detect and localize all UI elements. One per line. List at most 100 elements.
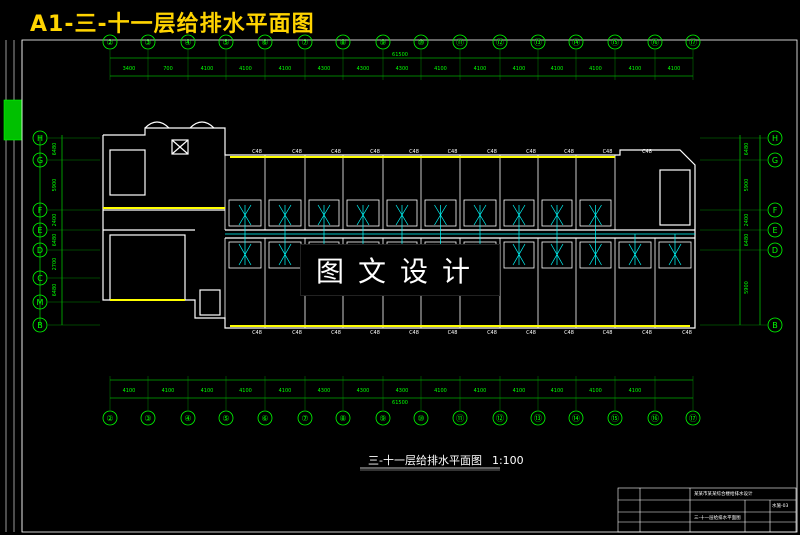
title-block — [617, 487, 797, 533]
window-label-bottom: C48 — [252, 330, 262, 336]
axis-right-label: H — [772, 134, 778, 143]
axis-top-label: ③ — [144, 38, 151, 47]
axis-top-label: ② — [106, 38, 113, 47]
window-label-bottom: C48 — [642, 330, 652, 336]
axis-right-label-circle — [767, 130, 783, 146]
axis-bottom-label-circle — [140, 410, 156, 426]
axis-top-label: ⑥ — [261, 38, 268, 47]
axis-bottom-label-circle — [492, 410, 508, 426]
axis-bottom-label: ⑩ — [417, 414, 424, 423]
axis-bottom-label: ⑭ — [572, 414, 580, 423]
window-label-top: C48 — [487, 149, 497, 155]
dim-top-value: 4100 — [434, 66, 447, 72]
dim-top-value: 4100 — [629, 66, 642, 72]
dim-top-value: 4100 — [201, 66, 214, 72]
window-label-bottom: C48 — [409, 330, 419, 336]
axis-bottom-label: ⑰ — [689, 414, 697, 423]
axis-left-label: H — [37, 134, 43, 143]
axis-top-label-circle — [413, 34, 429, 50]
dim-top-value: 4300 — [396, 66, 409, 72]
dim-top-value: 700 — [163, 66, 173, 72]
axis-left-label-circle — [32, 270, 48, 286]
axis-top-label: ⑩ — [417, 38, 424, 47]
axis-top-label-circle — [140, 34, 156, 50]
axis-top-label-circle — [102, 34, 118, 50]
caption-scale: 1:100 — [491, 454, 524, 467]
dim-right-value: 6480 — [744, 143, 750, 156]
axis-bottom-label: ⑤ — [222, 414, 229, 423]
window-label-top: C48 — [642, 149, 652, 155]
axis-bottom-label-circle — [607, 410, 623, 426]
axis-left-label: F — [38, 206, 43, 215]
axis-bottom-label: ② — [106, 414, 113, 423]
window-label-bottom: C48 — [487, 330, 497, 336]
axis-top-label-circle — [452, 34, 468, 50]
axis-top-label: ④ — [184, 38, 191, 47]
axis-bottom-label: ④ — [184, 414, 191, 423]
dim-top-value: 4100 — [551, 66, 564, 72]
dim-top-value: 4100 — [474, 66, 487, 72]
axis-left-label-circle — [32, 317, 48, 333]
dim-right-value: 5900 — [744, 179, 750, 192]
axis-left-label-circle — [32, 202, 48, 218]
axis-top-label-circle — [297, 34, 313, 50]
dim-top-value: 3400 — [123, 66, 136, 72]
axis-right-label: B — [772, 321, 778, 330]
axis-top-label: ⑮ — [611, 38, 619, 47]
axis-bottom-label-circle — [375, 410, 391, 426]
dim-top-value: 4300 — [357, 66, 370, 72]
dim-bottom-value: 4100 — [434, 388, 447, 394]
axis-top-label-circle — [218, 34, 234, 50]
dim-top-value: 4300 — [318, 66, 331, 72]
axis-left-label-circle — [32, 130, 48, 146]
drawing-title: A1-三-十一层给排水平面图 — [30, 12, 315, 37]
dim-right-value: 6480 — [744, 234, 750, 247]
axis-bottom-label-circle — [452, 410, 468, 426]
axis-top-label: ⑪ — [456, 38, 464, 47]
axis-bottom-label: ⑨ — [379, 414, 386, 423]
axis-top-label-circle — [335, 34, 351, 50]
axis-bottom-label: ③ — [144, 414, 151, 423]
dim-top-value: 4100 — [279, 66, 292, 72]
axis-left-label: D — [37, 246, 43, 255]
axis-bottom-label-circle — [413, 410, 429, 426]
window-label-bottom: C48 — [564, 330, 574, 336]
dim-bottom-value: 4100 — [239, 388, 252, 394]
dim-left-value: 5900 — [52, 179, 58, 192]
dim-bottom-value: 4300 — [396, 388, 409, 394]
dim-right-value: 5900 — [744, 281, 750, 294]
axis-top-label: ⑭ — [572, 38, 580, 47]
dim-bottom-value: 4100 — [162, 388, 175, 394]
axis-bottom-label: ⑬ — [534, 414, 542, 423]
title-block-drawing: 三-十一层给排水平面图 — [694, 516, 741, 521]
axis-right-label-circle — [767, 202, 783, 218]
dim-left-value: 2700 — [52, 258, 58, 271]
sheet-border — [21, 39, 798, 533]
window-label-bottom: C48 — [331, 330, 341, 336]
window-label-top: C48 — [526, 149, 536, 155]
window-label-bottom: C48 — [526, 330, 536, 336]
axis-right-label: D — [772, 246, 778, 255]
axis-left-label-circle — [32, 242, 48, 258]
axis-left-label: M — [37, 298, 44, 307]
room-partitions — [224, 155, 696, 328]
window-label-top: C48 — [448, 149, 458, 155]
axis-bottom-label-circle — [218, 410, 234, 426]
axis-bottom-label-circle — [102, 410, 118, 426]
axis-top-label: ⑧ — [339, 38, 346, 47]
title-block-number: 水施-03 — [772, 504, 789, 509]
window-label-bottom: C48 — [682, 330, 692, 336]
axis-top-label-circle — [647, 34, 663, 50]
axis-right-label: F — [773, 206, 778, 215]
window-label-top: C48 — [603, 149, 613, 155]
dim-top-value: 4100 — [668, 66, 681, 72]
dim-bottom-value: 4100 — [123, 388, 136, 394]
window-label-bottom: C48 — [448, 330, 458, 336]
dim-bottom-value: 4300 — [357, 388, 370, 394]
window-label-top: C48 — [331, 149, 341, 155]
axis-bottom-label: ⑦ — [301, 414, 308, 423]
axis-top-label: ⑬ — [534, 38, 542, 47]
axis-left-label: C — [37, 274, 43, 283]
